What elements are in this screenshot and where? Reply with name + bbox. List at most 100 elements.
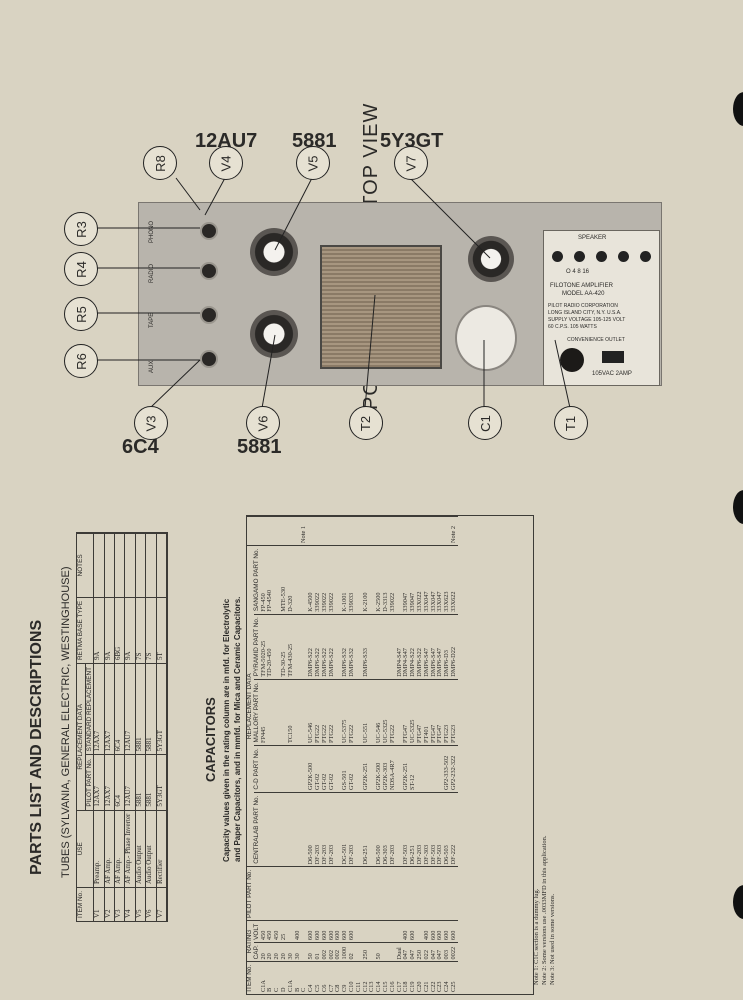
table-cell bbox=[382, 866, 390, 921]
table-cell: DF-203 bbox=[348, 792, 356, 867]
speaker-terminal bbox=[552, 251, 563, 262]
table-cell bbox=[389, 866, 397, 921]
table-cell bbox=[135, 533, 146, 598]
table-cell: D-320 bbox=[287, 545, 295, 615]
tube-code-v4: 12AU7 bbox=[195, 130, 258, 152]
table-cell bbox=[308, 516, 315, 546]
nameplate: SPEAKER O 4 8 16 FILOTONE AMPLIFIER MODE… bbox=[543, 230, 660, 386]
table-cell: V1 bbox=[93, 887, 105, 921]
table-cell bbox=[376, 614, 383, 680]
table-cell bbox=[280, 866, 288, 921]
table-cell bbox=[104, 533, 115, 598]
table-cell bbox=[369, 516, 377, 546]
table-cell bbox=[423, 516, 431, 546]
table-cell bbox=[376, 516, 383, 546]
callout-v4: V4 bbox=[209, 146, 243, 180]
table-cell: V7 bbox=[156, 887, 167, 921]
table-cell bbox=[355, 866, 363, 921]
table-cell bbox=[274, 866, 281, 921]
table-cell: 12AX7 bbox=[93, 663, 105, 755]
tube-code-v7: 5Y3GT bbox=[380, 130, 444, 152]
col-header: USE bbox=[77, 810, 94, 888]
nameplate-line: MODEL AA-420 bbox=[562, 291, 605, 297]
table-cell: Note 1 bbox=[300, 516, 309, 546]
table-cell: DMP6-S33 bbox=[362, 614, 370, 680]
table-cell: V3 bbox=[114, 887, 125, 921]
table-cell bbox=[274, 792, 281, 867]
table-cell: ST-12 bbox=[409, 745, 417, 793]
table-cell bbox=[314, 866, 322, 921]
table-cell: 7S bbox=[135, 597, 146, 664]
table-cell bbox=[145, 533, 157, 598]
table-cell: 33X622 bbox=[450, 545, 458, 615]
table-cell bbox=[156, 533, 167, 598]
table-cell bbox=[355, 920, 363, 943]
table-cell bbox=[260, 792, 268, 867]
convenience-outlet-label: CONVENIENCE OUTLET bbox=[567, 337, 625, 343]
table-cell bbox=[287, 792, 295, 867]
table-cell: DMP6-S22 bbox=[328, 614, 336, 680]
col-header: NOTES bbox=[77, 533, 94, 598]
table-cell: 9A bbox=[93, 597, 105, 664]
table-cell: GT-02 bbox=[328, 745, 336, 793]
table-cell bbox=[287, 516, 295, 546]
table-cell: 12AU7 bbox=[124, 754, 136, 811]
table-cell: 12AU7 bbox=[124, 663, 136, 755]
table-cell: D6-251 bbox=[362, 792, 370, 867]
table-cell: 5881 bbox=[135, 754, 146, 811]
table-cell bbox=[396, 866, 404, 921]
table-cell: 339022 bbox=[389, 545, 397, 615]
input-jack bbox=[200, 350, 218, 368]
table-cell: Preamp. bbox=[93, 810, 105, 888]
table-cell bbox=[260, 516, 268, 546]
table-cell: 12AX7 bbox=[104, 754, 115, 811]
table-cell bbox=[287, 745, 295, 793]
table-cell bbox=[267, 516, 275, 546]
power-knob bbox=[560, 348, 584, 372]
input-jack bbox=[200, 306, 218, 324]
table-cell bbox=[294, 866, 302, 921]
table-cell: Audio Output bbox=[135, 810, 146, 888]
callout-r6: R6 bbox=[64, 344, 98, 378]
footnote: Note 2: Some versions use .0033MFD in th… bbox=[541, 835, 548, 986]
table-cell: 6BG bbox=[114, 597, 125, 664]
table-cell bbox=[362, 920, 370, 943]
table-cell bbox=[260, 866, 268, 921]
table-cell: PTG22 bbox=[328, 679, 336, 746]
speaker-label: SPEAKER bbox=[578, 235, 607, 241]
nameplate-line: 60 C.P.S. 105 WATTS bbox=[548, 324, 597, 330]
table-cell bbox=[403, 866, 411, 921]
table-cell bbox=[321, 516, 329, 546]
callout-r3: R3 bbox=[64, 212, 98, 246]
table-cell bbox=[430, 516, 438, 546]
table-cell: AF Amp. bbox=[104, 810, 115, 888]
table-cell: GP2-232-322 bbox=[450, 745, 458, 793]
table-row: C13 bbox=[368, 516, 377, 994]
col-header: RETMA BASE TYPE bbox=[77, 597, 94, 664]
table-cell bbox=[308, 866, 315, 921]
table-cell bbox=[274, 679, 281, 746]
table-cell: FP-4540 bbox=[266, 545, 275, 615]
binder-hole bbox=[733, 92, 743, 126]
table-cell bbox=[114, 533, 125, 598]
col-header bbox=[247, 516, 261, 546]
col-header: C-D PART No. bbox=[253, 745, 261, 793]
table-cell bbox=[335, 516, 343, 546]
table-cell: Rectifier bbox=[156, 810, 167, 888]
table-cell bbox=[294, 679, 302, 746]
table-cell: TC150 bbox=[287, 679, 295, 746]
power-label: 105VAC 2AMP bbox=[592, 371, 632, 377]
table-cell bbox=[362, 516, 370, 546]
switch bbox=[602, 351, 624, 363]
